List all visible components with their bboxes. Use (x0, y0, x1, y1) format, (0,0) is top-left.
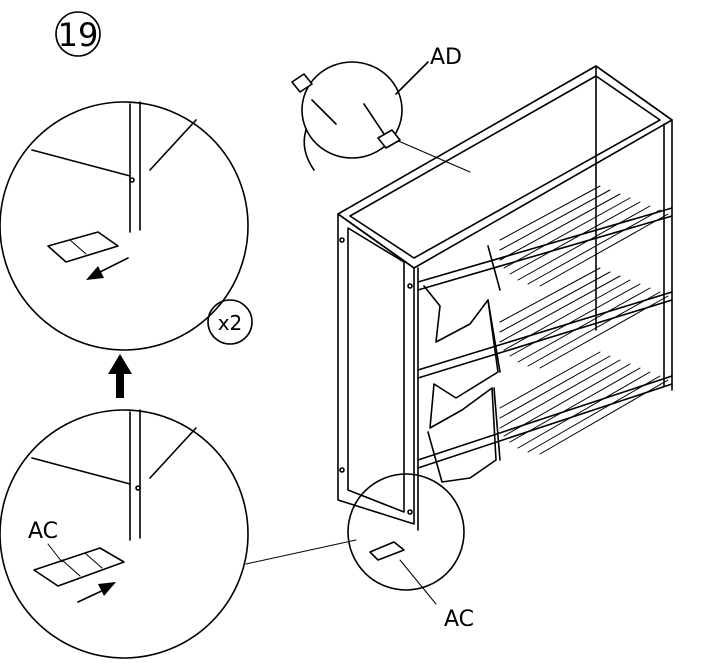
shelf-rail-2 (417, 291, 673, 371)
detail-circle-bottom-ring (0, 409, 249, 659)
step-number: 19 (58, 16, 99, 54)
left-side-panel-inner (347, 227, 405, 513)
shelf-unit (337, 65, 673, 531)
rack-divider-3 (493, 387, 501, 461)
detail-top-pad-line (69, 239, 87, 255)
detail-bottom-pad (33, 547, 125, 587)
screw-hole-2 (407, 509, 413, 515)
screw-2 (363, 103, 385, 135)
shelf-top-inner (349, 75, 661, 259)
step-badge-ring (55, 11, 101, 57)
detail-circle-bottom: AC (0, 409, 249, 659)
pad-foot-label: AC (444, 607, 474, 632)
step-badge: 19 (55, 11, 101, 57)
detail-circle-top (0, 101, 249, 351)
foot-pad (369, 541, 405, 561)
detail-top-brace (149, 119, 197, 171)
anchor-kit-label: AD (430, 45, 462, 70)
detail-bottom-hole (135, 485, 141, 491)
shelf-rail-2b (417, 299, 673, 379)
foot-detail-ring (347, 473, 465, 591)
pad-bottom-label: AC (28, 519, 58, 544)
detail-circle-top-ring (0, 101, 249, 351)
quantity-text: x2 (218, 311, 243, 335)
screw-hole-3 (339, 237, 345, 243)
shelf-rail-1b (417, 215, 673, 291)
rack-zigzag (423, 285, 499, 483)
slats-middle (499, 267, 669, 369)
push-arrow-icon (77, 582, 116, 603)
anchor-kit-circle (301, 61, 403, 159)
pad-bottom-leader (47, 543, 63, 563)
screw-1 (311, 99, 337, 125)
pull-arrow-icon (86, 257, 129, 280)
detail-bottom-brace (149, 427, 197, 479)
rack-divider-2 (487, 299, 501, 373)
foot-detail: AC (347, 473, 474, 632)
screw-hole-4 (339, 467, 345, 473)
shelf-rail-3 (417, 375, 673, 461)
rack-divider-1 (487, 245, 501, 291)
detail-bottom-pad-line-1 (61, 559, 81, 577)
screw-hole-1 (407, 283, 413, 289)
shelf-rail-3b (417, 383, 673, 469)
quantity-badge-ring (207, 299, 253, 345)
detail-bottom-rail (31, 457, 131, 485)
anchor-kit-pointer (395, 139, 471, 173)
detail-top-pad (47, 231, 119, 263)
slats-lower (499, 351, 669, 455)
bracket-1 (291, 73, 313, 93)
detail-top-rail (31, 149, 131, 177)
detail-bottom-pad-line-2 (85, 553, 103, 569)
detail-connector (245, 539, 357, 565)
anchor-kit-callout: AD (291, 45, 471, 173)
left-top-rail (337, 213, 415, 269)
detail-top-hole (129, 177, 135, 183)
anchor-kit-leader (395, 61, 429, 95)
slats-upper (499, 185, 669, 287)
bracket-2 (377, 129, 401, 149)
quantity-badge: x2 (207, 299, 253, 345)
foot-pad-leader (399, 559, 437, 605)
up-arrow-icon (108, 354, 132, 398)
right-top-rail (595, 65, 673, 121)
strap (303, 129, 315, 171)
